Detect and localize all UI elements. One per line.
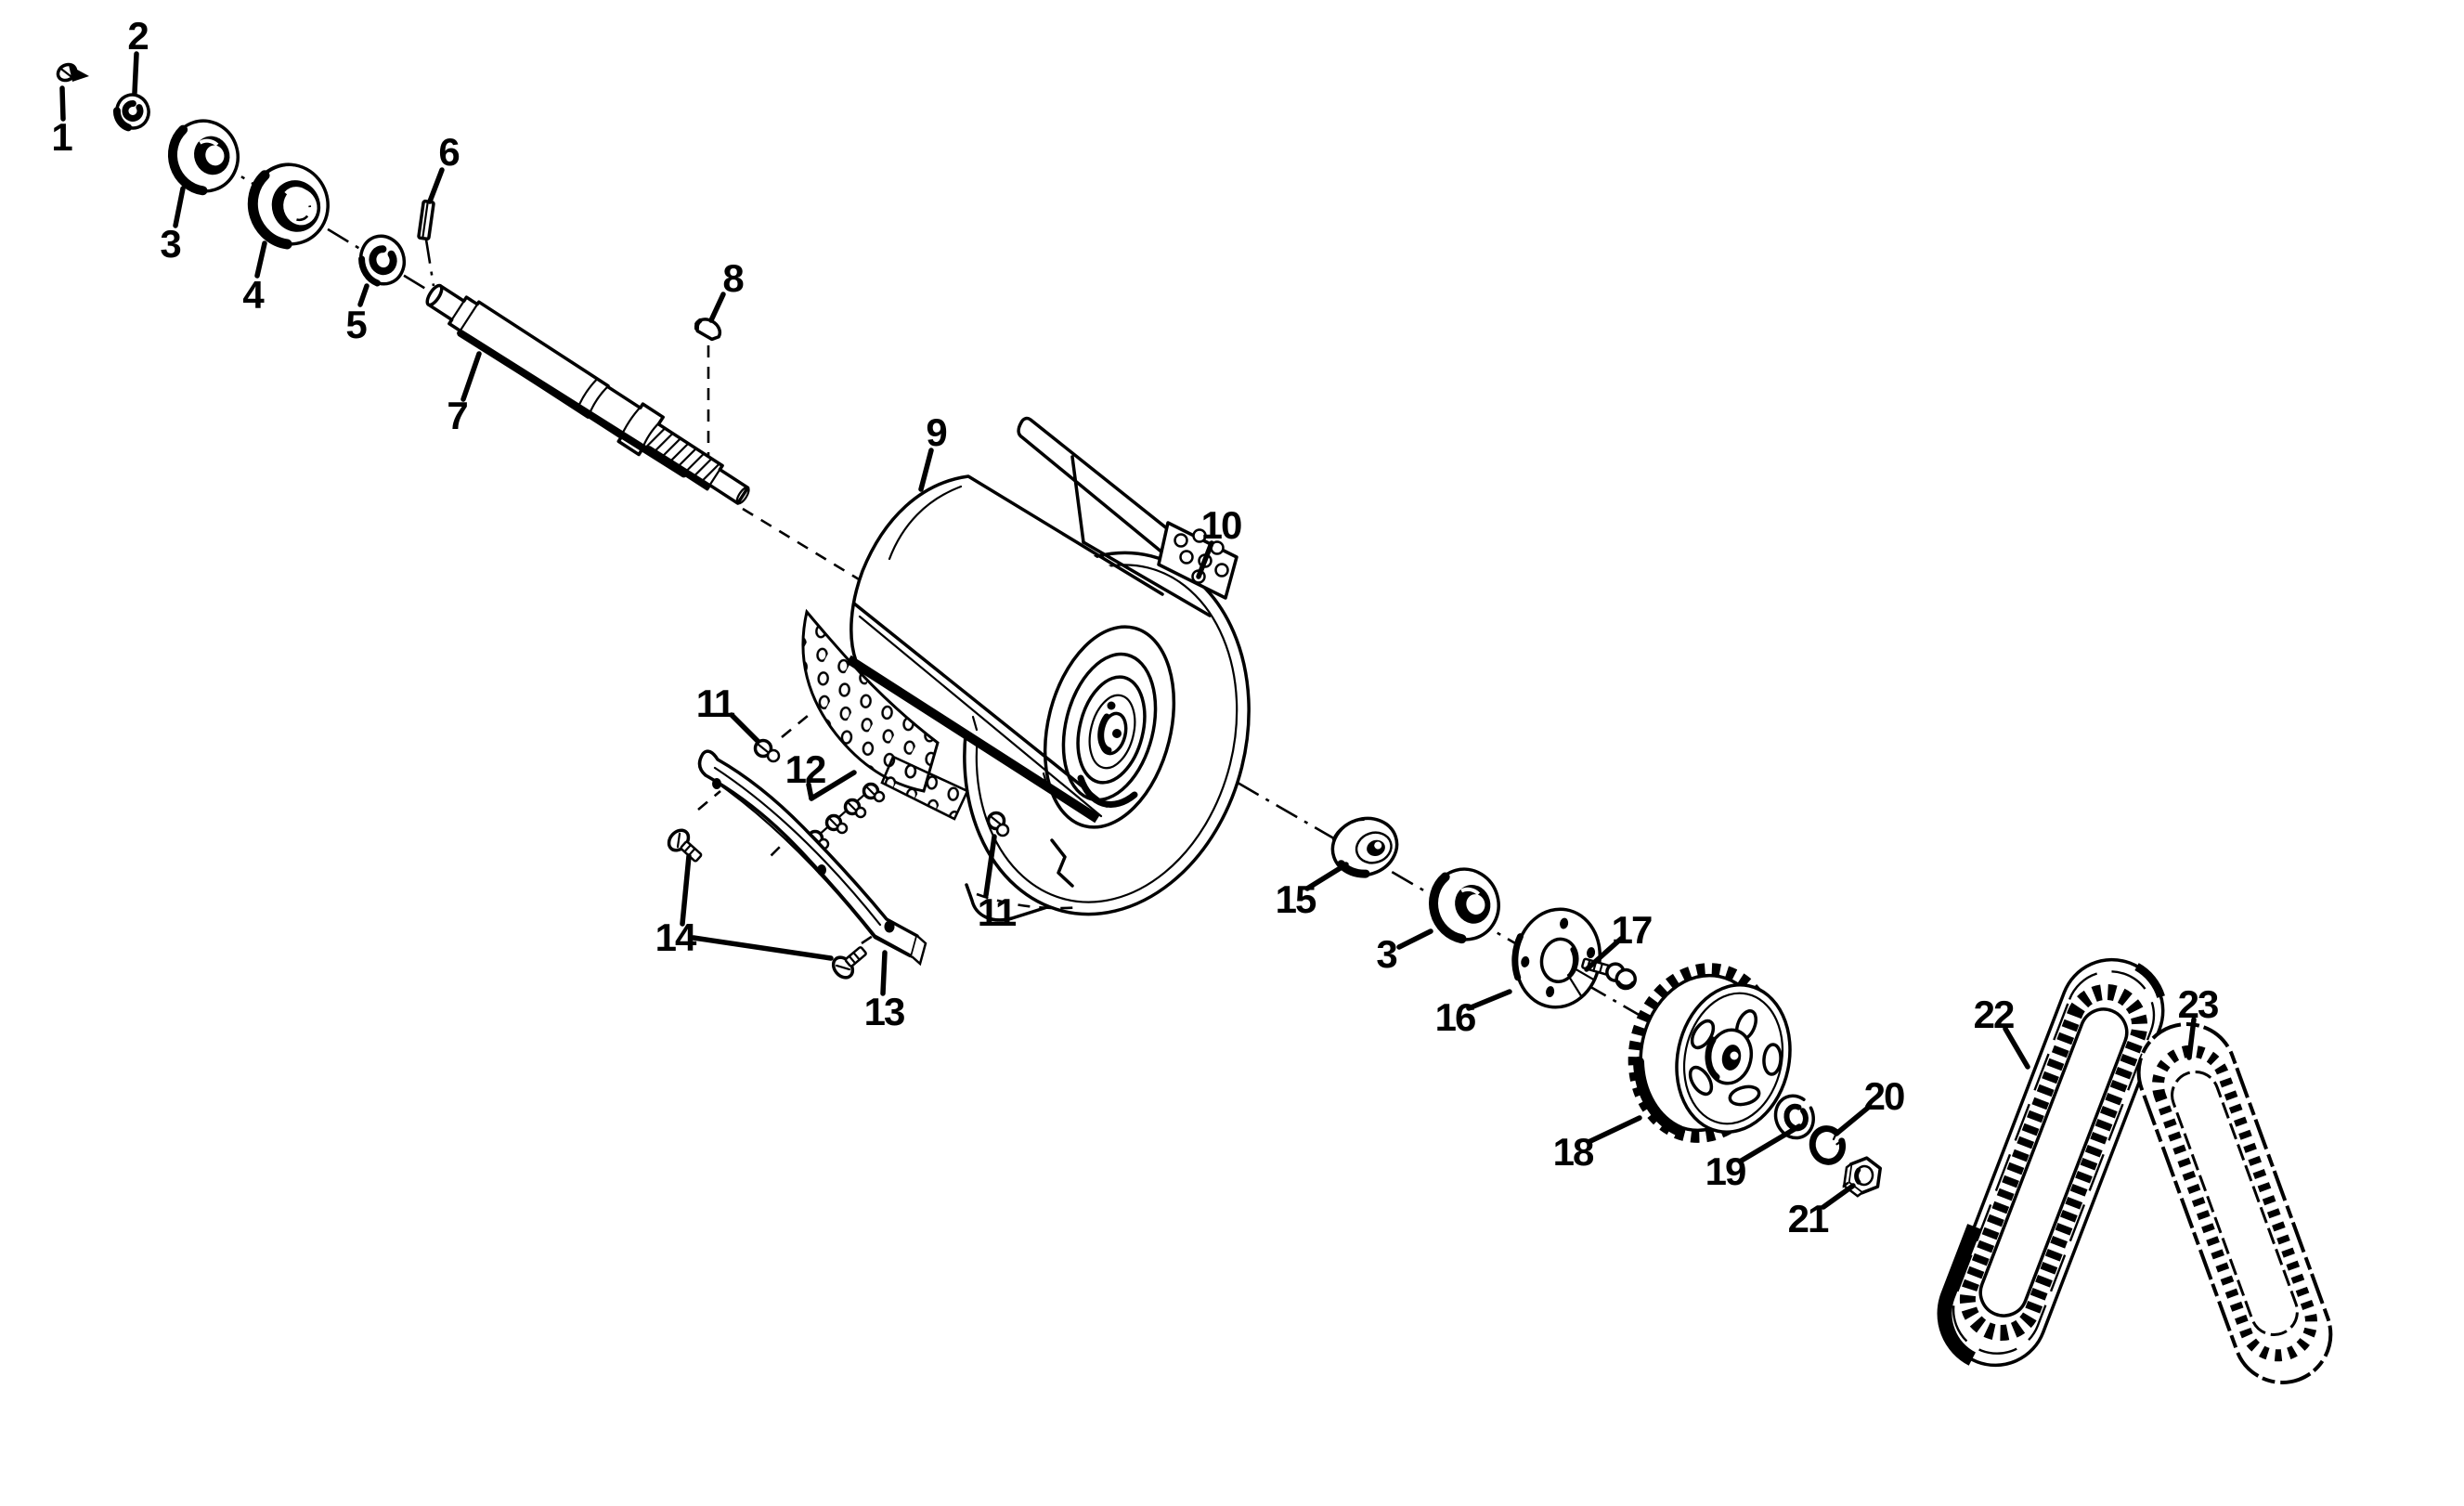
leader-line-5 bbox=[357, 283, 370, 307]
callout-label-flat-washer-19: 19 bbox=[1705, 1149, 1745, 1193]
part-15-spacer-bushing bbox=[1330, 816, 1399, 878]
callout-label-hex-screw-1: 1 bbox=[51, 115, 72, 159]
callout-label-toothed-drive-belt-22: 22 bbox=[1974, 993, 2014, 1036]
callout-label-flange-bolt-17: 17 bbox=[1612, 908, 1652, 952]
part-3-ball-bearing bbox=[162, 112, 247, 201]
callout-label-roll-pin-6: 6 bbox=[438, 130, 459, 174]
callout-label-spacer-bushing-15: 15 bbox=[1276, 877, 1316, 921]
callout-label-scraper-bar-13: 13 bbox=[864, 990, 904, 1033]
leader-line-16 bbox=[1466, 989, 1512, 1011]
callout-label-timing-pulley-18: 18 bbox=[1553, 1130, 1594, 1174]
part-11-screw-lower bbox=[986, 811, 1010, 837]
leader-line-19 bbox=[1737, 1123, 1802, 1164]
housing-lip-step bbox=[1050, 838, 1074, 888]
callout-label-roller-shaft-7: 7 bbox=[447, 394, 467, 437]
leader-line-20 bbox=[1834, 1105, 1871, 1136]
leader-line-8 bbox=[708, 292, 726, 323]
callout-label-small-washer-2: 2 bbox=[127, 14, 148, 58]
leader-line-23 bbox=[2186, 1017, 2197, 1060]
leader-line-13 bbox=[880, 950, 888, 996]
callout-label-roller-drum-9: 9 bbox=[926, 410, 946, 454]
drum-left-rim bbox=[888, 485, 963, 561]
part-22-toothed-drive-belt bbox=[1937, 957, 2165, 1368]
leader-line-22 bbox=[2003, 1026, 2030, 1070]
part-18-timing-pulley bbox=[1628, 963, 1792, 1143]
leader-line-11 bbox=[983, 834, 997, 898]
leader-line-18 bbox=[1586, 1115, 1642, 1145]
leader-line-1 bbox=[59, 85, 66, 122]
part-7-roller-shaft bbox=[425, 283, 750, 505]
leader-line-4 bbox=[254, 240, 267, 279]
part-21-hex-nut bbox=[1842, 1156, 1882, 1198]
part-8-woodruff-key bbox=[694, 318, 722, 342]
part-17-flange-bolt bbox=[1581, 957, 1637, 991]
rail-upper-edge bbox=[852, 602, 1109, 808]
part-19-flat-washer bbox=[1773, 1094, 1815, 1140]
leader-line-15 bbox=[1304, 862, 1349, 891]
callout-label-woodruff-key-8: 8 bbox=[722, 256, 744, 300]
shaft-threads bbox=[644, 427, 720, 485]
part-16-bearing-flange bbox=[1511, 907, 1602, 1009]
leader-line-3 bbox=[1396, 928, 1433, 950]
screen-lower-patch bbox=[880, 755, 969, 821]
leader-line-12 bbox=[809, 770, 857, 801]
rail-shadow-band bbox=[846, 655, 1100, 824]
callout-label-lock-washer-20: 20 bbox=[1864, 1074, 1904, 1118]
leader-line-14 bbox=[680, 853, 692, 927]
drum-screen-panel bbox=[801, 602, 1109, 824]
leader-line-10 bbox=[1196, 540, 1214, 579]
part-23-v-belt bbox=[2136, 1022, 2333, 1384]
leader-line-17 bbox=[1584, 936, 1624, 972]
callout-label-drum-housing-10: 10 bbox=[1201, 503, 1241, 547]
callout-label-bearing-flange-16: 16 bbox=[1435, 995, 1475, 1039]
callout-label-screw-set-14: 14 bbox=[655, 915, 697, 959]
leader-line-9 bbox=[918, 448, 934, 492]
callout-label-v-belt-23: 23 bbox=[2178, 982, 2218, 1026]
callout-label-screw-11: 11 bbox=[978, 890, 1017, 934]
part-14-screw-bottom bbox=[831, 946, 867, 980]
callout-label-washer-5: 5 bbox=[345, 303, 367, 346]
part-9-roller-drum bbox=[849, 474, 1176, 829]
pin-alignment-line bbox=[424, 239, 435, 287]
part-13-scraper-bar bbox=[697, 749, 927, 967]
part-5-washer bbox=[358, 234, 407, 287]
callout-label-screw-11: 11 bbox=[696, 682, 735, 725]
part-3-ball-bearing-right bbox=[1423, 862, 1506, 947]
callout-label-screw-and-washer-set-12: 12 bbox=[785, 747, 825, 791]
leader-line-21 bbox=[1821, 1183, 1856, 1210]
callout-label-ball-bearing-3: 3 bbox=[160, 222, 180, 266]
leader-line-14 bbox=[691, 935, 834, 961]
leader-line-2 bbox=[132, 51, 139, 96]
part-6-roll-pin bbox=[417, 199, 435, 241]
part-1-hex-screw bbox=[56, 62, 89, 83]
leader-line-7 bbox=[460, 351, 482, 402]
leader-line-6 bbox=[427, 167, 445, 204]
leader-line-11 bbox=[729, 712, 760, 744]
callout-label-ball-bearing-3: 3 bbox=[1376, 932, 1396, 976]
part-4-bearing-housing bbox=[247, 162, 330, 250]
leader-line-3 bbox=[173, 186, 186, 228]
housing-opening-edge bbox=[1070, 455, 1085, 544]
part-11-screw-upper bbox=[753, 738, 781, 763]
part-2-small-washer bbox=[112, 93, 150, 132]
part-14-screw-left bbox=[667, 828, 703, 863]
callout-label-hex-nut-21: 21 bbox=[1788, 1197, 1829, 1240]
callout-label-bearing-housing-4: 4 bbox=[242, 273, 265, 317]
